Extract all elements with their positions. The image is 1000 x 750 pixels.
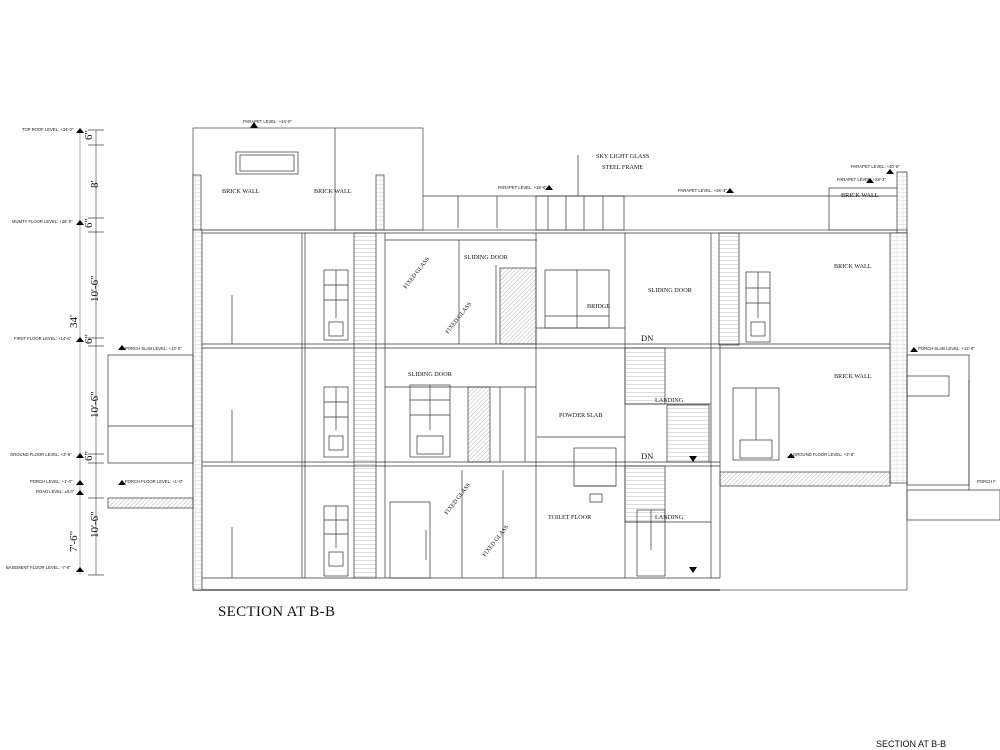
label-brick-wall-3: BRICK WALL [841,192,879,199]
label-toilet-floor: TOILET FLOOR [548,514,592,521]
label-landing-2: LANDING [655,514,684,521]
level-parapet-mid2: PARAPET LEVEL: +26'-3" [678,188,727,193]
level-parapet-left: PARAPET LEVEL: +34'-0" [243,119,292,124]
dim-10b: 10'-6" [89,391,101,418]
label-sky-light: SKY LIGHT GLASS [596,153,650,160]
label-powder-slab: POWDER SLAB [559,412,603,419]
drawing-title: SECTION AT B-B [218,604,336,620]
level-porch-far-right: PORCH F [977,479,996,484]
label-brick-wall-1: BRICK WALL [222,188,260,195]
label-bridge: BRIDGE [587,303,610,310]
dim-10a: 10'-6" [89,275,101,302]
level-ground-floor: GROUND FLOOR LEVEL: +3'-6" [10,452,72,457]
dim-8: 8' [89,181,101,189]
label-steel-frame: STEEL FRAME [602,164,643,171]
dim-34: 34' [68,315,80,328]
level-porch-slab-right: PORCH SLAB LEVEL: +13'-0" [918,346,975,351]
sheet-footer-title: SECTION AT B-B [876,739,947,749]
level-porch-floor: PORCH FLOOR LEVEL: +1'-0" [125,479,184,484]
level-mumty-floor: MUMTY FLOOR LEVEL: +26'-0" [12,219,73,224]
level-top-roof: TOP ROOF LEVEL: +34'-0" [22,127,74,132]
label-dn-1: DN [641,333,653,343]
level-first-floor: FIRST FLOOR LEVEL: +14'-6" [14,336,72,341]
dim-6c: 6" [83,334,95,344]
level-porch-slab-left: PORCH SLAB LEVEL: +13'-0" [125,346,182,351]
level-parapet-mid: PARAPET LEVEL: +28'-6" [498,185,547,190]
level-parapet-right: PARAPET LEVEL: +30'-6" [851,164,900,169]
label-landing-1: LANDING [655,397,684,404]
label-brick-wall-2: BRICK WALL [314,188,352,195]
level-porch: PORCH LEVEL: +1'-0" [30,479,73,484]
label-sliding-door-1: SLIDING DOOR [464,254,509,261]
building-outline [79,127,1000,591]
label-brick-wall-4: BRICK WALL [834,263,872,270]
label-fixed-glass-4: FIXED GLASS [482,524,510,558]
level-parapet-right2: PARAPET LEVEL: +28'-3" [837,177,886,182]
label-dn-2: DN [641,451,653,461]
label-sliding-door-2: SLIDING DOOR [648,287,693,294]
level-ground-floor-right: GROUND FLOOR LEVEL: +3'-6" [793,452,855,457]
dim-6d: 6" [83,451,95,461]
label-brick-wall-5: BRICK WALL [834,373,872,380]
dim-6a: 6" [83,130,95,140]
dim-7-6: 7'-6" [68,531,80,552]
level-markers [76,122,918,573]
dim-6b: 6" [83,218,95,228]
label-fixed-glass-3: FIXED GLASS [444,482,472,516]
dim-10c: 10'-6" [89,511,101,538]
level-road: ROAD LEVEL: ±0.0" [36,489,75,494]
label-fixed-glass-1: FIXED GLASS [403,256,431,290]
door-group-left [323,269,349,577]
label-sliding-door-3: SLIDING DOOR [408,371,453,378]
level-basement-floor: BASEMENT FLOOR LEVEL: -7'-6" [6,565,71,570]
